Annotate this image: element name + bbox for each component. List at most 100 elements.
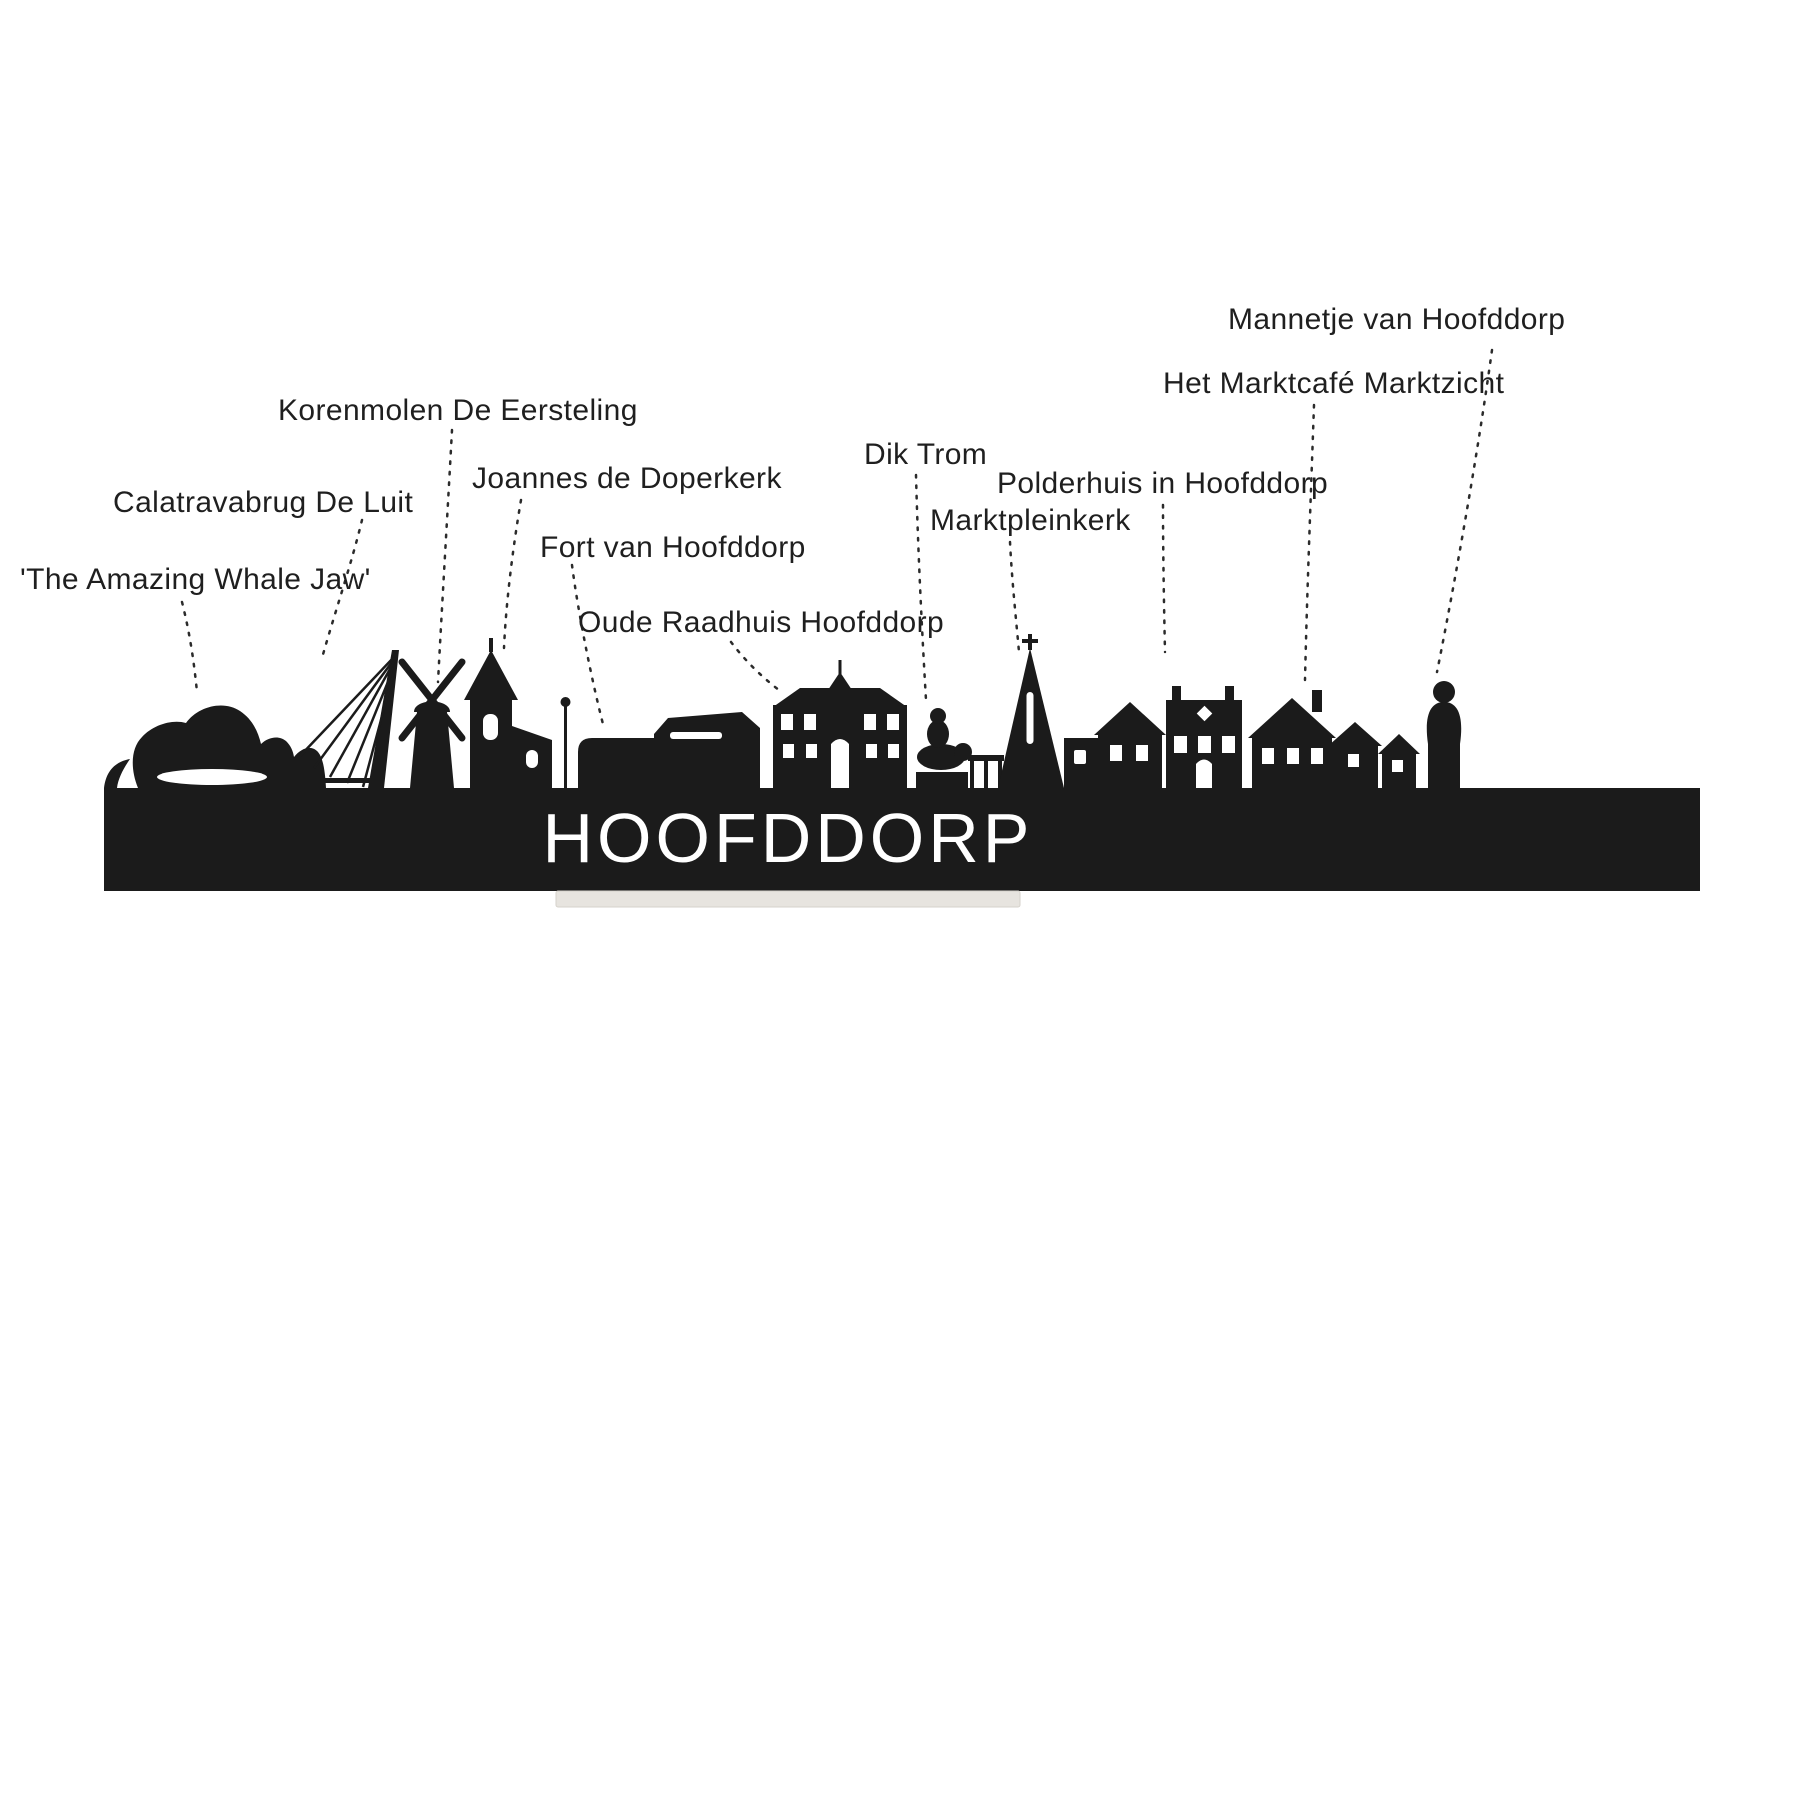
mannetje-silhouette xyxy=(1426,681,1462,788)
window-cutout xyxy=(1348,754,1359,767)
mannetje-body xyxy=(1426,702,1462,788)
leader-lines xyxy=(180,348,1494,730)
window-cutout xyxy=(1026,692,1034,744)
bridge-cable xyxy=(345,661,398,784)
statue-pedestal xyxy=(916,772,968,788)
window-cutout xyxy=(888,744,899,758)
bridge-cable xyxy=(328,659,397,778)
pig-head xyxy=(954,743,972,761)
label-korenmolen: Korenmolen De Eersteling xyxy=(278,394,638,427)
polderhuis-chimney xyxy=(1225,686,1234,700)
fort-low-building xyxy=(578,738,654,788)
city-name-cutout: HOOFDDORP xyxy=(543,799,1034,877)
raadhuis-dormer xyxy=(828,672,852,690)
small-house-roof xyxy=(1378,734,1420,754)
church-spire xyxy=(464,650,518,700)
label-mannetje: Mannetje van Hoofddorp xyxy=(1228,303,1566,336)
whale-jaw-body xyxy=(132,705,326,788)
windmill-body xyxy=(410,712,454,788)
label-fort: Fort van Hoofddorp xyxy=(540,531,806,564)
bridge-cable xyxy=(312,657,397,769)
doperkerk-silhouette xyxy=(464,638,552,788)
display-stand xyxy=(555,890,1021,908)
bridge-cable xyxy=(299,655,396,757)
base-bar xyxy=(104,788,1700,891)
window-cutout xyxy=(864,714,876,730)
label-dik-trom: Dik Trom xyxy=(864,438,988,471)
window-cutout xyxy=(1110,745,1122,761)
window-cutout xyxy=(1262,748,1274,764)
pig-body xyxy=(917,744,965,770)
railing-post xyxy=(970,755,974,788)
door-cutout xyxy=(1196,759,1212,788)
label-polderhuis: Polderhuis in Hoofddorp xyxy=(997,467,1329,500)
window-cutout xyxy=(781,714,793,730)
whale-jaw-hollow xyxy=(157,769,267,785)
window-cutout xyxy=(1198,736,1211,753)
window-cutout xyxy=(1392,760,1403,772)
leader-oude-raadhuis xyxy=(729,640,785,695)
marktpleinkerk-silhouette xyxy=(998,634,1098,788)
label-whale-jaw: 'The Amazing Whale Jaw' xyxy=(20,563,371,596)
church-tower xyxy=(470,698,512,788)
leader-korenmolen xyxy=(436,428,454,684)
leader-marktpleinkerk xyxy=(1008,540,1021,654)
window-cutout xyxy=(866,744,877,758)
boy-head xyxy=(930,708,946,724)
railing-silhouette xyxy=(968,755,1004,788)
leader-doperkerk xyxy=(502,498,523,650)
facade-diamond xyxy=(1196,705,1213,722)
lamppost-head xyxy=(560,697,571,707)
label-calatravabrug: Calatravabrug De Luit xyxy=(113,486,414,519)
leader-fort xyxy=(570,563,606,730)
label-oude-raadhuis: Oude Raadhuis Hoofddorp xyxy=(578,606,945,639)
railing-post xyxy=(984,755,988,788)
boy-torso xyxy=(927,720,949,748)
polderhuis-silhouette xyxy=(1094,686,1242,788)
window-cutout xyxy=(670,732,722,739)
marktcafe-silhouette xyxy=(1248,690,1420,788)
raadhuis-silhouette xyxy=(773,660,907,788)
leader-dik-trom xyxy=(914,473,928,702)
cafe-wing-roof xyxy=(1328,722,1382,746)
mannetje-head xyxy=(1433,681,1455,703)
raadhuis-finial xyxy=(838,660,842,674)
window-cutout xyxy=(1222,736,1235,753)
leader-marktcafe xyxy=(1303,403,1316,682)
bridge-cable xyxy=(361,663,398,788)
window-cutout xyxy=(1174,736,1187,753)
kerk-cross-h xyxy=(1022,639,1038,643)
lamppost-pole xyxy=(564,706,567,788)
house-roof xyxy=(1094,702,1166,735)
railing-post xyxy=(998,755,1002,788)
window-cutout xyxy=(1311,748,1323,764)
cafe-chimney xyxy=(1312,690,1322,712)
cafe-roof xyxy=(1248,698,1336,738)
fort-main xyxy=(654,712,760,788)
whale-jaw-sculpture xyxy=(132,705,326,788)
wave-curl xyxy=(104,759,130,788)
window-cutout xyxy=(887,714,899,730)
window-cutout xyxy=(804,714,816,730)
leader-whale-jaw xyxy=(180,600,199,694)
window-cutout xyxy=(526,750,538,768)
dik-trom-silhouette xyxy=(916,708,972,788)
leader-calatravabrug xyxy=(320,518,364,660)
lamppost-silhouette xyxy=(560,697,571,788)
label-doperkerk: Joannes de Doperkerk xyxy=(472,462,782,495)
window-cutout xyxy=(1074,750,1086,764)
window-cutout xyxy=(483,714,498,740)
window-cutout xyxy=(806,744,817,758)
fort-silhouette xyxy=(578,712,760,788)
window-cutout xyxy=(1136,745,1148,761)
window-cutout xyxy=(1287,748,1299,764)
house-body xyxy=(1098,733,1162,788)
raadhuis-roof xyxy=(773,688,907,707)
windmill-silhouette xyxy=(398,658,466,788)
leader-polderhuis xyxy=(1161,503,1167,654)
polderhuis-chimney xyxy=(1172,686,1181,700)
calatravabrug-silhouette xyxy=(292,650,399,788)
windmill-blade xyxy=(398,658,466,742)
